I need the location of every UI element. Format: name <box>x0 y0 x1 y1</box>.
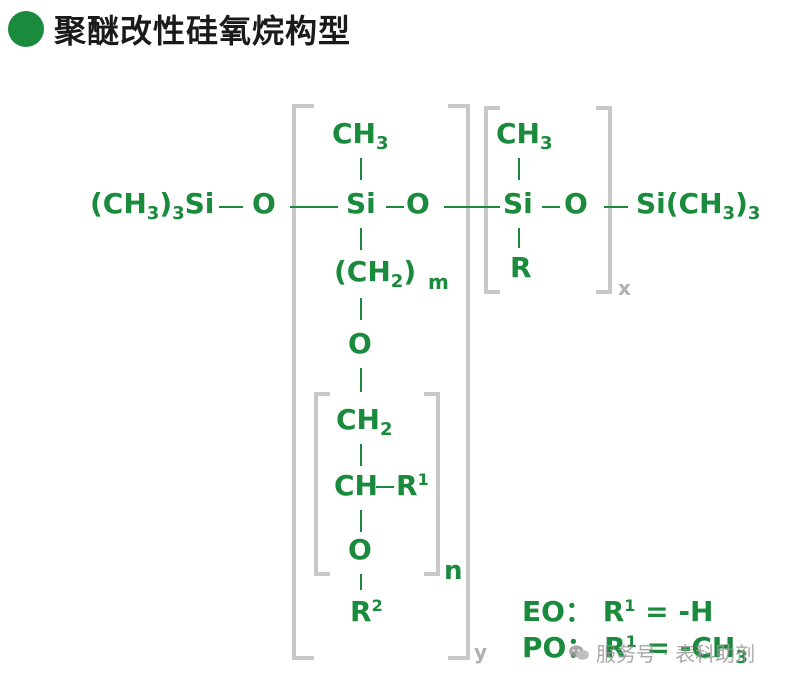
bracket-x-left <box>484 106 500 294</box>
bond <box>386 206 404 208</box>
bond <box>360 574 362 590</box>
wechat-icon <box>569 644 589 660</box>
bond <box>604 206 628 208</box>
oxygen-unit: O <box>348 533 372 566</box>
m-subscript: m <box>428 270 449 294</box>
bracket-y-left <box>292 104 314 660</box>
y-subscript: y <box>474 640 488 664</box>
bond <box>518 228 520 248</box>
ch-r1-unit: CH <box>334 469 378 502</box>
left-end-group: (CH3)3Si <box>90 187 215 224</box>
bracket-x-right <box>596 106 612 294</box>
bracket-n-right <box>424 392 440 576</box>
r-group-right: R <box>510 251 532 284</box>
oxygen-3: O <box>564 187 588 220</box>
watermark-text: 服务号 · 表科助剂 <box>596 642 756 666</box>
r2-end: R2 <box>350 595 383 628</box>
bond <box>360 444 362 466</box>
bond <box>542 206 560 208</box>
si-right: Si <box>503 187 533 220</box>
bond <box>360 368 362 392</box>
ch2-unit: CH2 <box>336 403 393 440</box>
bond <box>376 486 394 488</box>
bullet-dot-icon <box>8 11 44 47</box>
methylene-chain: (CH2) <box>334 255 417 292</box>
si-center: Si <box>346 187 376 220</box>
oxygen-2: O <box>406 187 430 220</box>
n-subscript: n <box>444 556 463 586</box>
oxygen-1: O <box>252 187 276 220</box>
legend-eo: EO： R1 = -H <box>522 595 714 628</box>
x-subscript: x <box>618 276 631 300</box>
title-bar: 聚醚改性硅氧烷构型 <box>8 4 351 54</box>
right-end-group: Si(CH3)3 <box>636 187 761 224</box>
bond <box>360 510 362 532</box>
bond <box>360 298 362 320</box>
methyl-top-center: CH3 <box>332 117 389 154</box>
watermark: 服务号 · 表科助剂 <box>568 638 755 667</box>
methyl-top-right: CH3 <box>496 117 553 154</box>
bond <box>360 158 362 180</box>
r1-substituent: R1 <box>396 469 429 502</box>
page-title: 聚醚改性硅氧烷构型 <box>54 12 352 50</box>
bracket-y-right <box>448 104 470 660</box>
bond <box>219 206 243 208</box>
bracket-n-left <box>314 392 330 576</box>
bond <box>290 206 338 208</box>
bond <box>518 158 520 180</box>
oxygen-ether: O <box>348 327 372 360</box>
bond <box>360 228 362 250</box>
bond <box>444 206 500 208</box>
